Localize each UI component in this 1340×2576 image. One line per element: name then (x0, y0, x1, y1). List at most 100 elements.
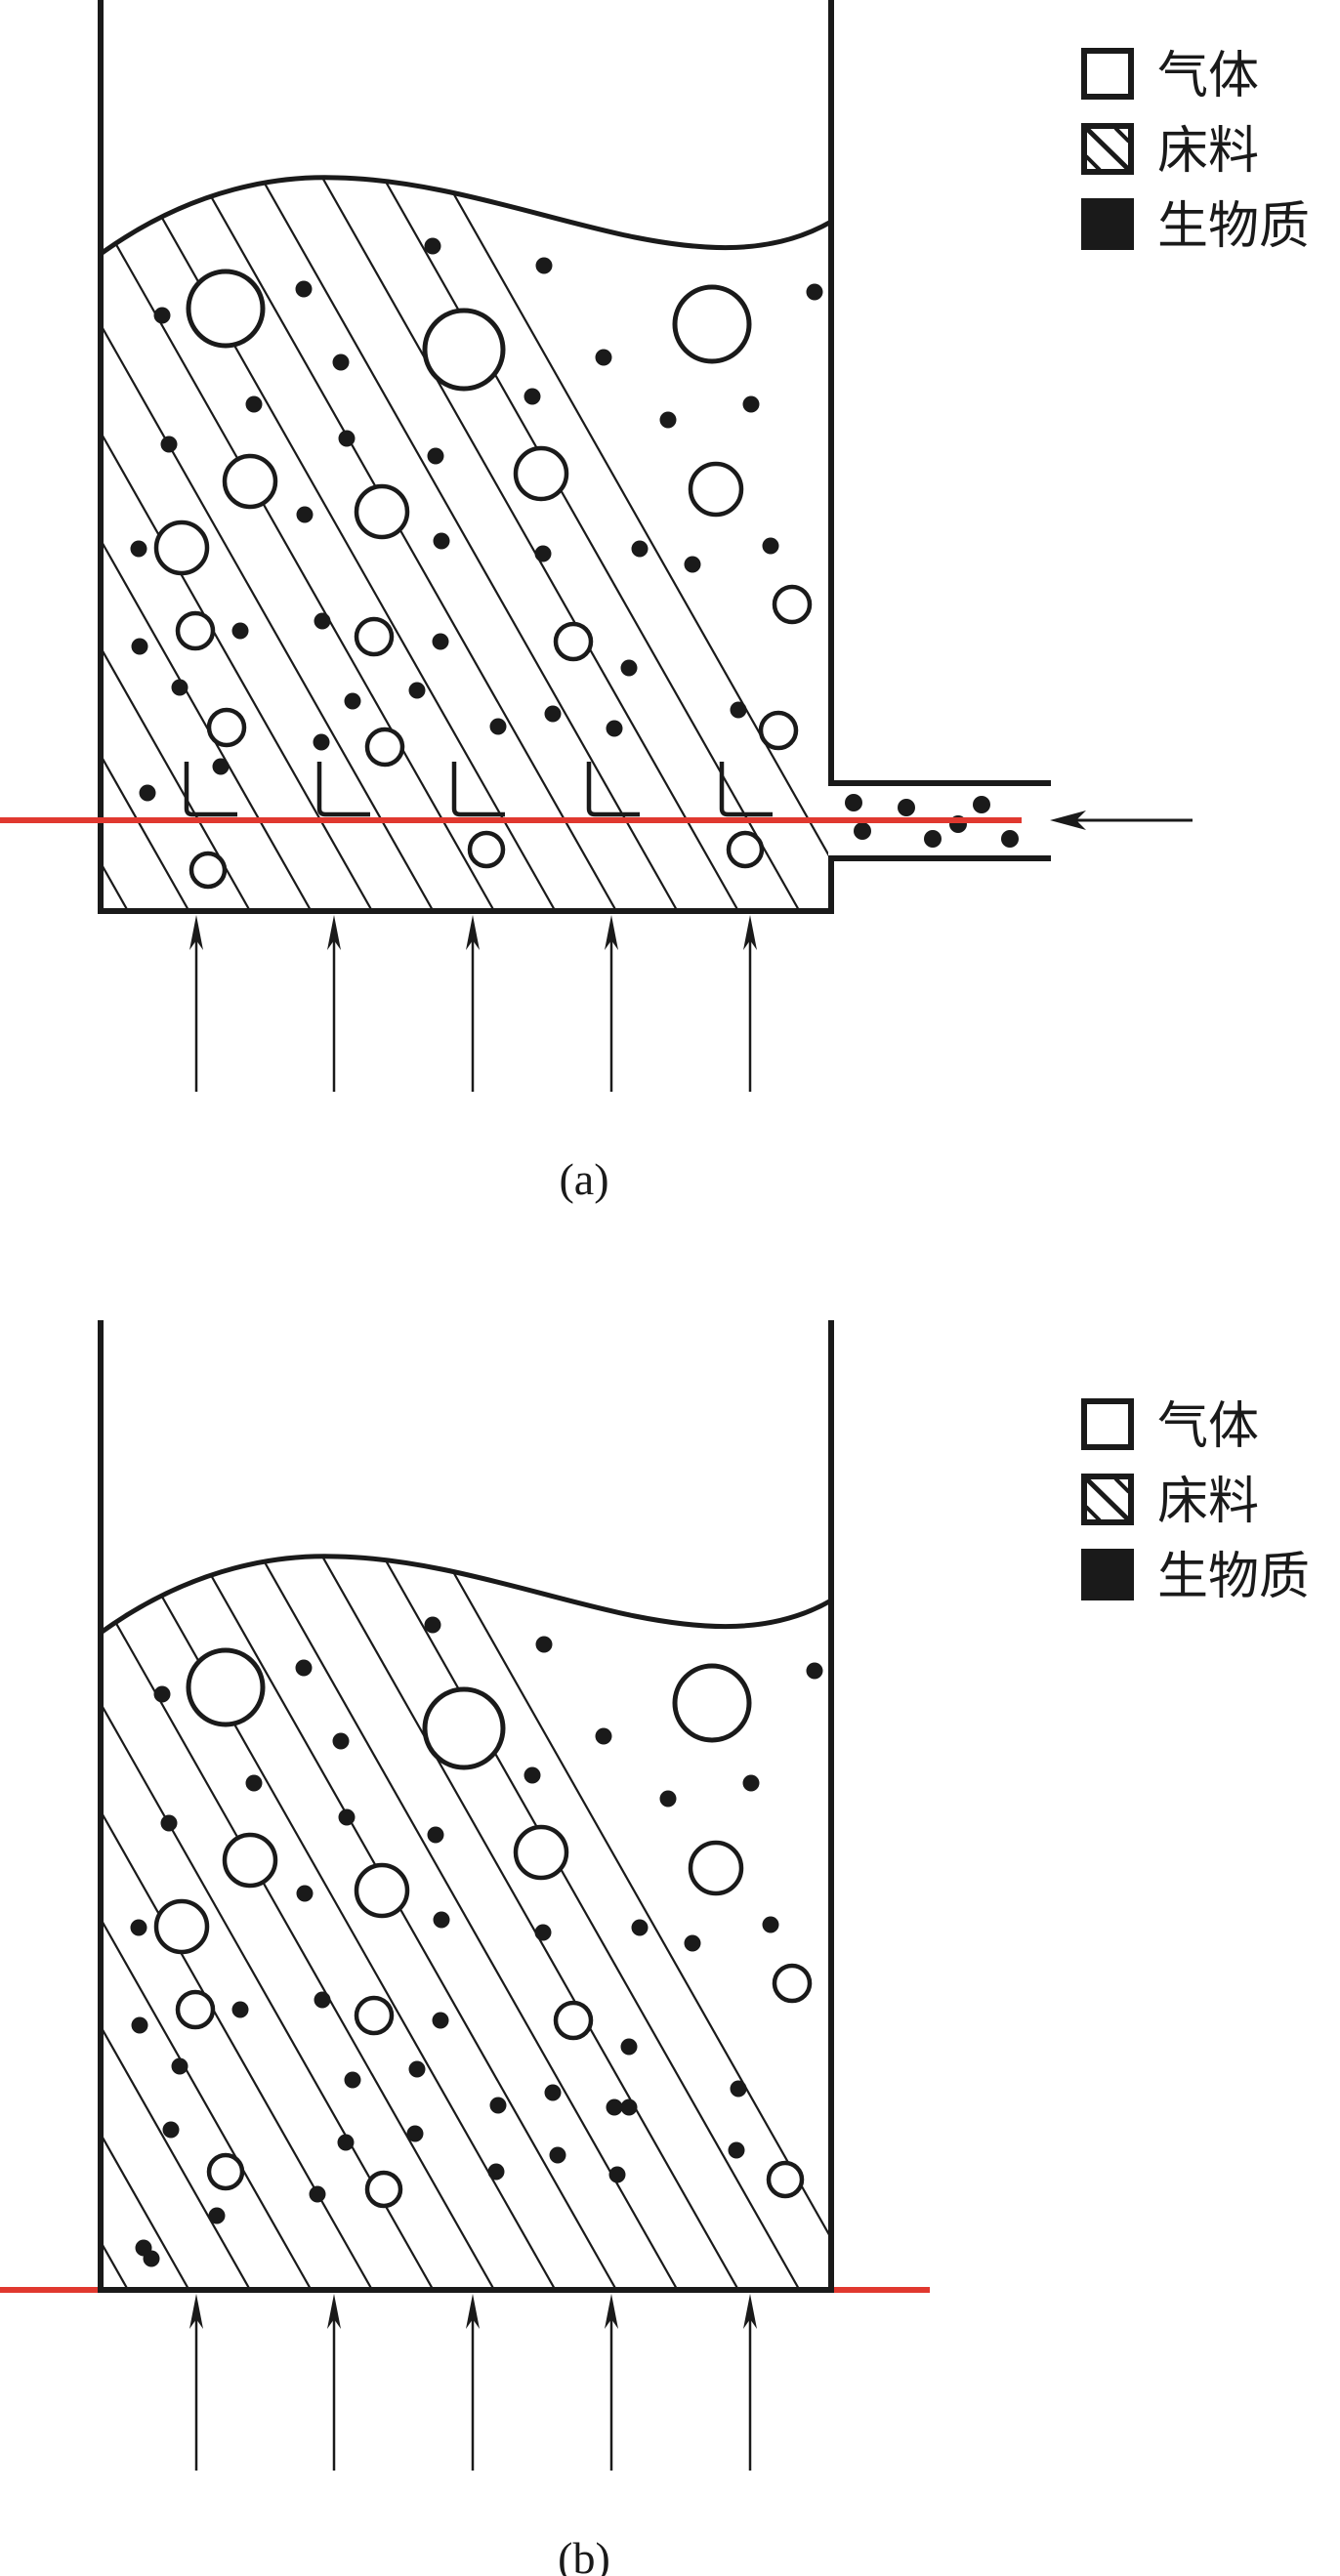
biomass-particle (549, 2146, 566, 2164)
hatch-line (101, 1556, 190, 2290)
gas-bubble (688, 1840, 744, 1896)
gas-bubble (772, 1963, 813, 2004)
nozzle (184, 762, 237, 817)
gas-bubble (364, 727, 405, 768)
biomass-particle (487, 2163, 505, 2181)
biomass-particle (296, 1885, 314, 1902)
legend-label: 气体 (1157, 1397, 1259, 1456)
swatch-hatch (1084, 1476, 1131, 1522)
legend-label: 气体 (1157, 47, 1259, 105)
biomass-particle (314, 612, 331, 630)
hatch-line (101, 1556, 251, 2290)
biomass-particle (160, 1814, 178, 1832)
biomass-particle (344, 692, 361, 710)
hatch-line (0, 130, 67, 911)
gas-bubble (354, 1862, 410, 1919)
gas-bubble (354, 616, 395, 657)
biomass-particle (620, 2038, 638, 2056)
biomass-particle (806, 283, 823, 301)
biomass-particle (523, 1766, 541, 1784)
legend-label: 生物质 (1157, 1548, 1310, 1606)
nozzle (451, 762, 505, 817)
nozzle (719, 762, 773, 817)
arrow-head-icon (605, 915, 618, 950)
panel-caption: (a) (559, 1154, 608, 1204)
hatch-line (101, 177, 313, 911)
biomass-particle (606, 720, 623, 737)
swatch-hatch (1084, 126, 1131, 172)
biomass-swatch-icon (1081, 1549, 1134, 1600)
biomass-particle (332, 1732, 350, 1750)
biomass-particle (212, 758, 230, 775)
biomass-particle (139, 784, 156, 802)
gas-bubble (186, 269, 266, 349)
hatch-line (101, 1556, 373, 2290)
biomass-particle (332, 353, 350, 371)
legend-label: 床料 (1157, 122, 1259, 181)
gas-bubble (513, 1824, 569, 1881)
nozzle (316, 762, 370, 817)
hatch-line (101, 177, 190, 911)
biomass-particle (153, 1685, 171, 1703)
gas-bubble (766, 2160, 805, 2199)
hatch-line (101, 1556, 495, 2290)
biomass-particle (160, 436, 178, 453)
gas-bubble (186, 1647, 266, 1727)
biomass-particle (631, 540, 649, 558)
gas-bubble (726, 830, 765, 869)
hatch-line (416, 1556, 831, 2290)
gas-swatch-icon (1081, 1398, 1134, 1450)
biomass-particle (338, 430, 356, 447)
gas-bubble (222, 1832, 278, 1889)
feeder-biomass-particle (845, 794, 862, 811)
feeder-biomass-particle (924, 830, 942, 848)
biomass-particle (728, 2141, 745, 2159)
biomass-particle (730, 2080, 747, 2098)
biomass-particle (684, 556, 701, 573)
reactor-vessel (98, 0, 834, 914)
gas-bubble (175, 610, 216, 651)
biomass-particle (806, 1662, 823, 1680)
biomass-particle (162, 2121, 180, 2139)
hatch-line (294, 177, 739, 911)
gas-bubble (467, 830, 506, 869)
biomass-particle (313, 733, 330, 751)
biomass-particle (608, 2166, 626, 2183)
hatch-line (101, 177, 251, 911)
hatch-line (0, 1509, 6, 2290)
gas-bubble (364, 2170, 403, 2209)
biomass-particle (544, 705, 562, 723)
biomass-particle (245, 1774, 263, 1792)
biomass-particle (620, 659, 638, 677)
biomass-particle (309, 2185, 326, 2203)
biomass-particle (208, 2207, 226, 2224)
gas-bubble (422, 308, 506, 392)
biomass-particle (742, 395, 760, 413)
arrow-head-icon (327, 2294, 341, 2329)
panel-caption: (b) (558, 2533, 610, 2576)
hatch-line (294, 1556, 739, 2290)
hatch-line (355, 1556, 801, 2290)
hatch-line (232, 1556, 679, 2290)
biomass-particle (684, 1934, 701, 1952)
nozzle (586, 762, 640, 817)
biomass-particle (762, 537, 779, 555)
hatch-line (0, 1509, 67, 2290)
biomass-particle (432, 2012, 449, 2029)
bed-material-hatching (0, 130, 831, 911)
biomass-particle (489, 2097, 507, 2114)
biomass-particle (606, 2098, 623, 2116)
gas-bubble (206, 2152, 245, 2191)
biomass-particle (231, 2001, 249, 2018)
biomass-particle (535, 1636, 553, 1653)
gas-bubble (206, 707, 247, 748)
biomass-particle (433, 1911, 450, 1929)
gas-swatch-icon (1081, 48, 1134, 100)
biomass-particle (231, 622, 249, 640)
biomass-particle (424, 1616, 441, 1634)
legend-label: 床料 (1157, 1473, 1259, 1531)
gas-bubble (422, 1686, 506, 1770)
